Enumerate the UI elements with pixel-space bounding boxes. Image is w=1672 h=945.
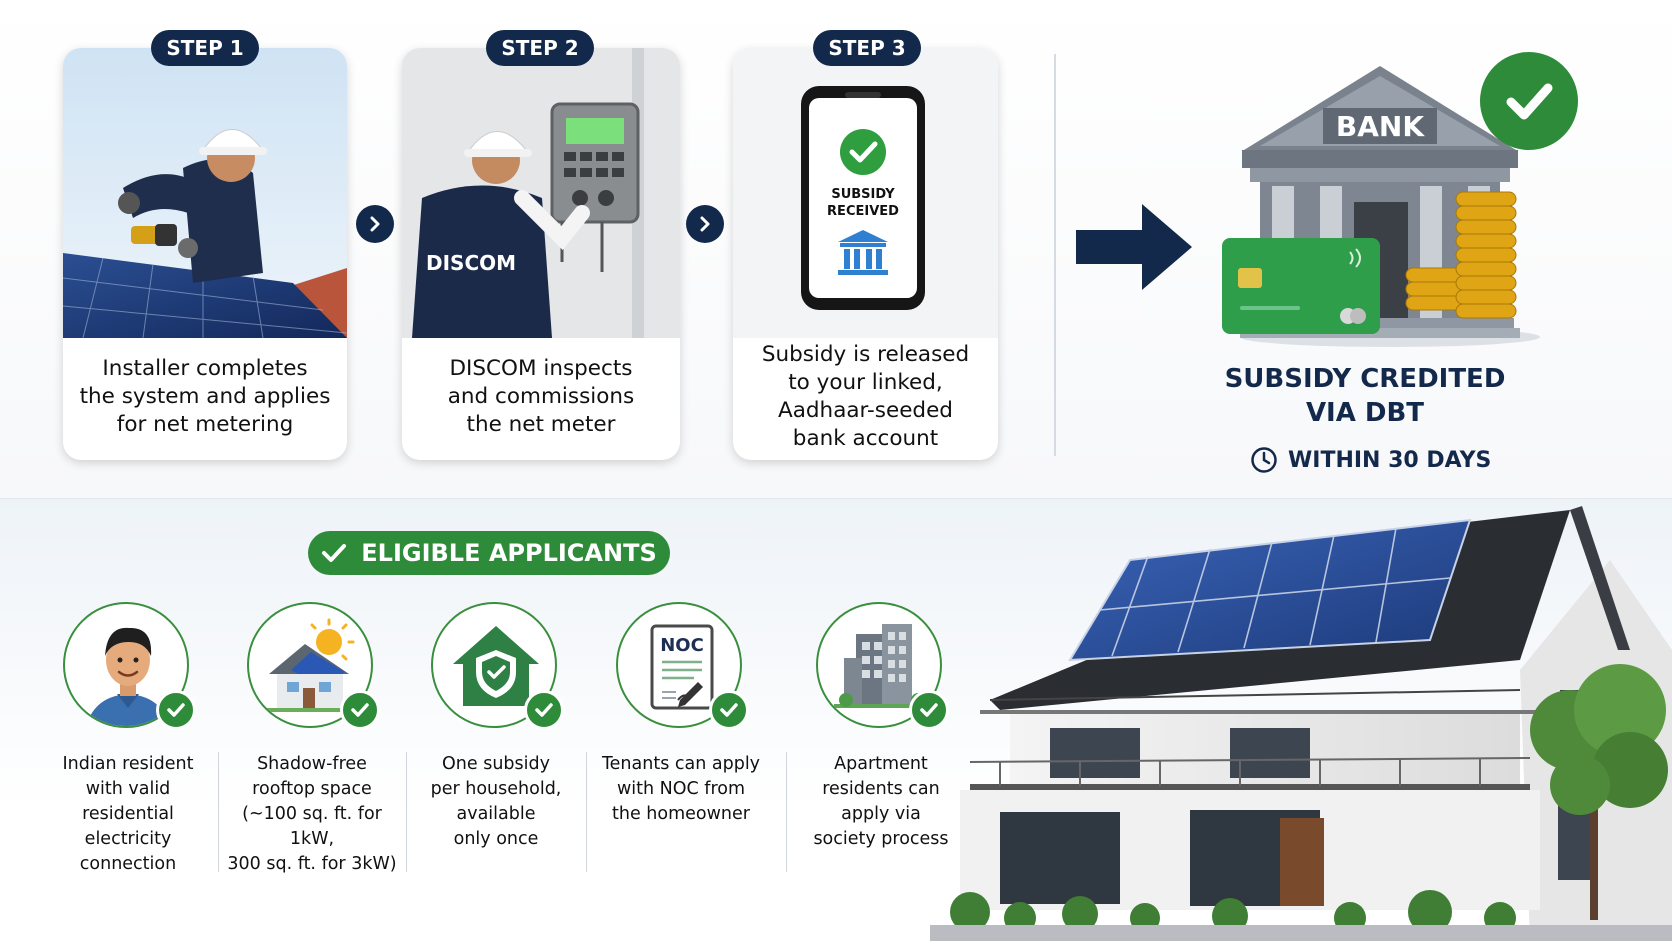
eligible-heading-text: ELIGIBLE APPLICANTS	[361, 539, 657, 567]
timeline-row: WITHIN 30 DAYS	[1250, 446, 1491, 474]
eligible-item-tenant: NOC Tenants can apply with NOC from the …	[591, 600, 771, 900]
section-divider	[1054, 54, 1056, 456]
chevron-right-icon	[356, 205, 394, 243]
noc-label: NOC	[660, 635, 704, 656]
check-badge-icon	[709, 690, 749, 730]
step-1-card: Installer completes the system and appli…	[63, 48, 347, 460]
clock-icon	[1251, 447, 1277, 473]
item-divider	[586, 752, 587, 872]
installer-photo	[63, 48, 347, 338]
check-badge-icon	[156, 690, 196, 730]
vest-label: DISCOM	[426, 251, 516, 275]
item-divider	[786, 752, 787, 872]
step-1-description: Installer completes the system and appli…	[79, 356, 331, 437]
solar-house-photo	[930, 500, 1672, 945]
eligible-item-resident: Indian resident with valid residential e…	[38, 600, 218, 900]
eligible-item-household: One subsidy per household, available onl…	[406, 600, 586, 900]
check-badge-icon	[524, 690, 564, 730]
bank-sign: BANK	[1336, 110, 1425, 143]
check-icon	[322, 544, 347, 562]
eligible-item-text: Shadow-free rooftop space (~100 sq. ft. …	[227, 754, 397, 874]
eligible-item-rooftop: Shadow-free rooftop space (~100 sq. ft. …	[222, 600, 402, 900]
step-3-card: SUBSIDY RECEIVED Subsidy is released to …	[733, 48, 998, 460]
eligible-item-text: Tenants can apply with NOC from the home…	[601, 754, 761, 824]
result-title-line2: VIA DBT	[1305, 398, 1425, 428]
step-3-badge: STEP 3	[813, 30, 921, 66]
step-2-card: DISCOM DISCOM inspects and commissions t…	[402, 48, 680, 460]
step-1-badge: STEP 1	[151, 30, 259, 66]
phone-text-line2: RECEIVED	[827, 204, 899, 219]
result-title-line1: SUBSIDY CREDITED	[1224, 364, 1506, 394]
check-circle-icon	[1480, 52, 1578, 150]
bank-building-illustration: BANK	[1220, 52, 1580, 356]
step-3-description: Subsidy is released to your linked, Aadh…	[761, 342, 970, 451]
solar-house-icon	[247, 602, 373, 728]
eligible-item-apartment: Apartment residents can apply via societ…	[791, 600, 971, 900]
house-shield-icon	[431, 602, 557, 728]
credit-card-icon	[1222, 238, 1380, 334]
eligible-item-text: Apartment residents can apply via societ…	[813, 754, 949, 849]
item-divider	[218, 752, 219, 872]
step-2-badge: STEP 2	[486, 30, 594, 66]
check-badge-icon	[909, 690, 949, 730]
check-badge-icon	[340, 690, 380, 730]
step-2-description: DISCOM inspects and commissions the net …	[447, 356, 635, 437]
eligible-item-text: One subsidy per household, available onl…	[430, 754, 562, 849]
bank-icon	[838, 230, 888, 275]
timeline-text: WITHIN 30 DAYS	[1288, 447, 1492, 473]
inspector-photo: DISCOM	[402, 48, 680, 338]
chevron-right-icon	[686, 205, 724, 243]
eligible-heading: ELIGIBLE APPLICANTS	[308, 531, 670, 575]
arrow-right-icon	[1076, 204, 1192, 294]
item-divider	[406, 752, 407, 872]
eligible-item-text: Indian resident with valid residential e…	[62, 754, 194, 874]
phone-text-line1: SUBSIDY	[831, 187, 895, 202]
coins-icon	[1405, 191, 1517, 319]
phone-illustration: SUBSIDY RECEIVED	[733, 48, 998, 338]
